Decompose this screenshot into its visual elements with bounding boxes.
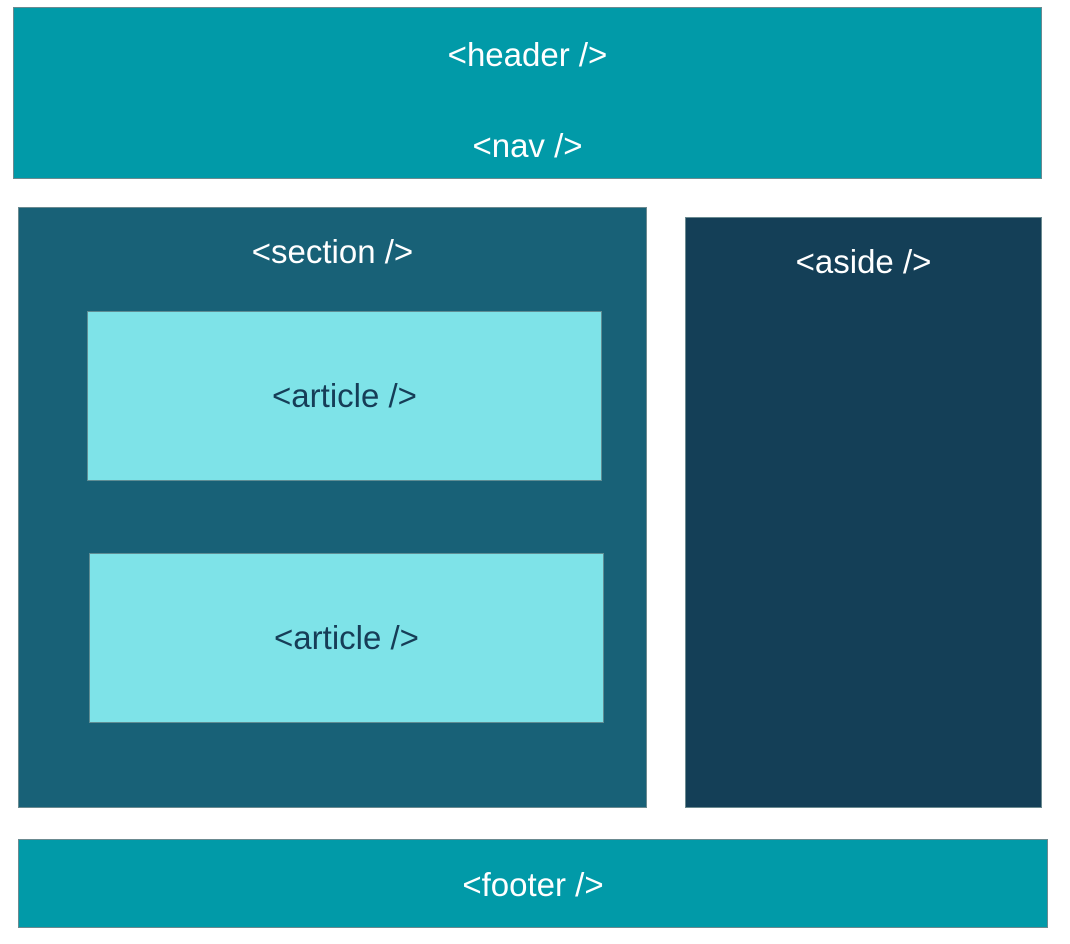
article-label-1: <article /> — [272, 377, 417, 414]
nav-label: <nav /> — [472, 127, 583, 164]
article-block-2: <article /> — [89, 553, 604, 723]
header-block: <header /> <nav /> — [13, 7, 1042, 179]
article-label-2: <article /> — [274, 619, 419, 656]
section-label: <section /> — [251, 233, 414, 270]
header-label: <header /> — [447, 36, 608, 73]
footer-label: <footer /> — [462, 866, 604, 903]
section-block: <section /> <article /> <article /> — [18, 207, 647, 808]
aside-label: <aside /> — [795, 243, 932, 280]
article-block-1: <article /> — [87, 311, 602, 481]
aside-block: <aside /> — [685, 217, 1042, 808]
footer-block: <footer /> — [18, 839, 1048, 928]
